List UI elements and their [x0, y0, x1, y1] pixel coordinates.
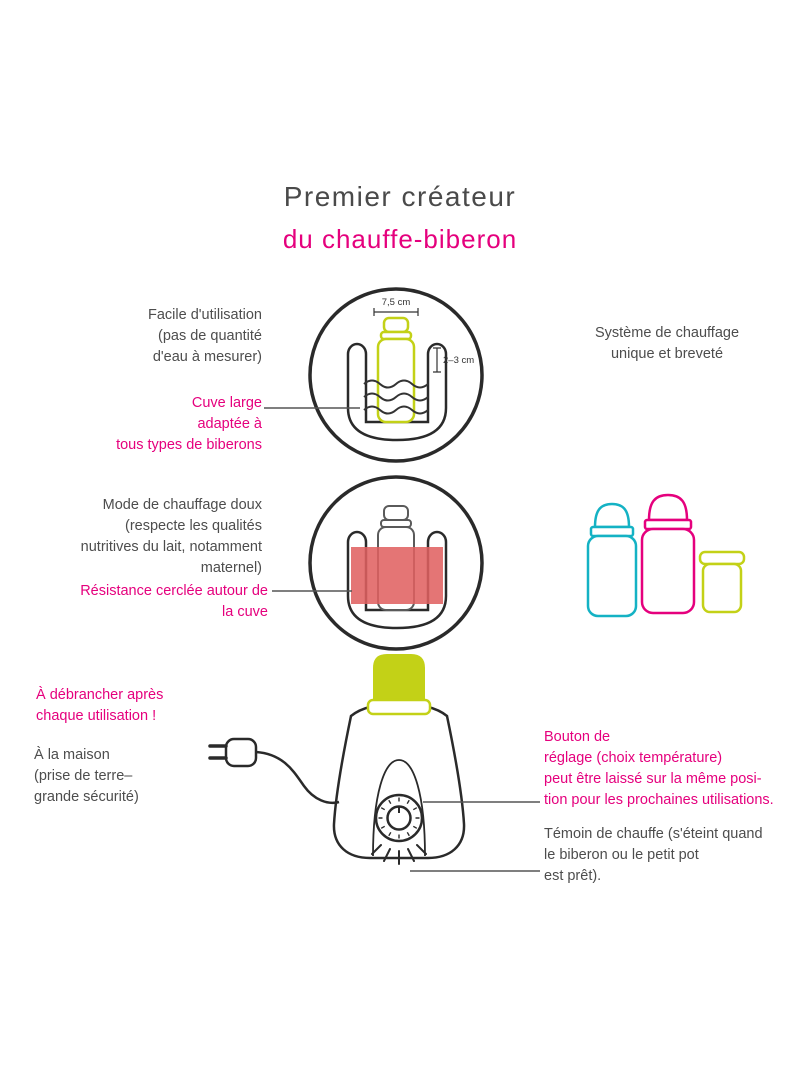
cross-section-diagram-2 [308, 475, 484, 651]
bottle-in-tank-icon [376, 316, 416, 424]
connector-lines [264, 407, 540, 872]
heating-system-note: Système de chauffage unique et breveté [594, 325, 740, 362]
measure-depth-label: 2–3 cm [443, 355, 474, 366]
tall-bottle-icon [586, 502, 638, 618]
bottle-neck-ring [366, 698, 432, 716]
wide-bottle-icon [640, 493, 696, 615]
large-tank-note: Cuve large adaptée à tous types de biber… [116, 395, 262, 453]
tank-walls-2 [346, 530, 448, 630]
gentle-heating-note: Mode de chauffage doux (respecte les qua… [80, 497, 262, 576]
temperature-dial-icon [374, 793, 424, 843]
dial-knob [386, 805, 412, 831]
measure-depth: 2–3 cm [433, 347, 474, 373]
page-title: Premier créateur [283, 181, 517, 212]
bottle-cap [382, 316, 410, 334]
water-waves-icon [363, 379, 429, 415]
heat-indicator-rays-icon [371, 844, 427, 865]
warmer-device-illustration [208, 654, 466, 865]
unplug-note: À débrancher après chaque utilisation ! [36, 687, 164, 724]
measure-width-label: 7,5 cm [382, 297, 411, 308]
measure-width: 7,5 cm [373, 297, 419, 316]
resistance-note: Résistance cerclée autour de la cuve [80, 583, 268, 620]
front-arch [372, 759, 426, 857]
indicator-note: Témoin de chauffe (s'éteint quand le bib… [544, 826, 763, 884]
home-safety-note: À la maison (prise de terre– grande sécu… [34, 747, 139, 805]
power-plug-icon [208, 737, 258, 768]
cross-section-diagram-1: 7,5 cm 2–3 cm [308, 287, 484, 463]
page-subtitle: du chauffe-biberon [282, 224, 518, 254]
bottle-size-icons [586, 493, 746, 618]
baby-jar-icon [698, 550, 746, 614]
dial-note: Bouton de réglage (choix température) pe… [544, 729, 774, 808]
tank-walls-1 [346, 342, 448, 442]
ease-of-use-note: Facile d'utilisation (pas de quantité d'… [148, 307, 262, 365]
heating-band [351, 547, 443, 604]
dial-ticks [378, 797, 420, 839]
power-cord [255, 750, 340, 804]
bottle-cap-top-icon [373, 654, 425, 702]
